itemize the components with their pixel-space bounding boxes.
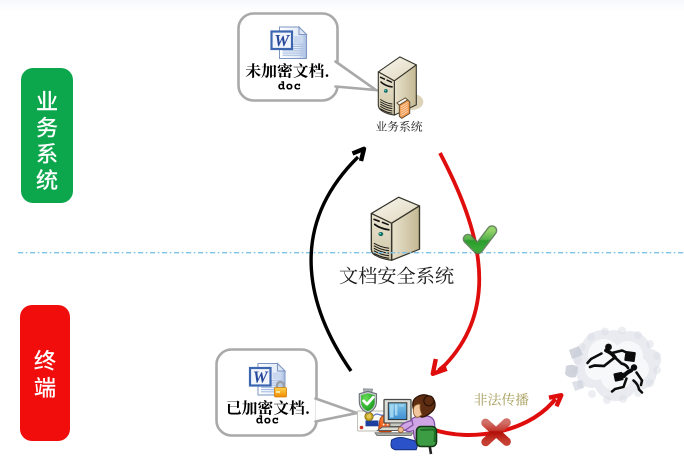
svg-text:W: W xyxy=(253,367,269,386)
svg-text:W: W xyxy=(274,31,290,50)
